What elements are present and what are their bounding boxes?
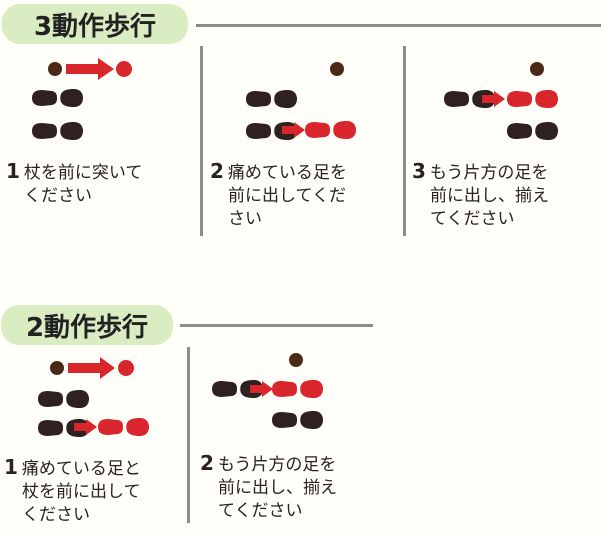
step-number: 1 (6, 159, 20, 183)
step-3-3-illustration (444, 62, 558, 140)
cane-dot (48, 62, 62, 76)
section-3-title: 3動作歩行 (2, 4, 188, 44)
cane-dot (289, 353, 303, 367)
step-3-1-illustration (32, 58, 132, 140)
step-3-2-illustration (246, 62, 356, 140)
healthy-foot-icon (38, 390, 89, 408)
cane-dot (330, 62, 344, 76)
arrow-icon (250, 381, 273, 397)
healthy-foot-icon (246, 90, 297, 108)
step-number: 2 (210, 159, 224, 183)
arrow-icon (282, 122, 305, 138)
arrow-icon (482, 91, 505, 107)
injured-foot-icon (507, 90, 558, 108)
step-number: 1 (4, 455, 18, 479)
healthy-foot-icon (272, 411, 323, 429)
step-2-1-illustration (38, 357, 149, 437)
section-3-header-line (196, 24, 601, 27)
section-2-divider (187, 347, 190, 523)
section-3-divider-1 (200, 46, 203, 236)
healthy-foot-icon (32, 122, 83, 140)
healthy-foot-icon (507, 122, 558, 140)
injured-foot-icon (98, 418, 149, 436)
arrow-icon (74, 419, 97, 435)
section-2-title: 2動作歩行 (1, 305, 173, 345)
cane-dot (50, 361, 64, 375)
section-3-divider-2 (403, 46, 406, 236)
step-2-2-illustration (212, 353, 323, 429)
cane-target-dot (118, 360, 134, 376)
healthy-foot-icon (32, 89, 83, 107)
arrow-icon (68, 357, 115, 379)
step-number: 2 (200, 451, 214, 475)
cane-dot (530, 62, 544, 76)
arrow-icon (66, 58, 114, 80)
injured-foot-icon (305, 121, 356, 139)
injured-foot-icon (272, 380, 323, 398)
cane-target-dot (116, 61, 132, 77)
section-2-header-line (180, 324, 373, 327)
step-number: 3 (412, 159, 426, 183)
